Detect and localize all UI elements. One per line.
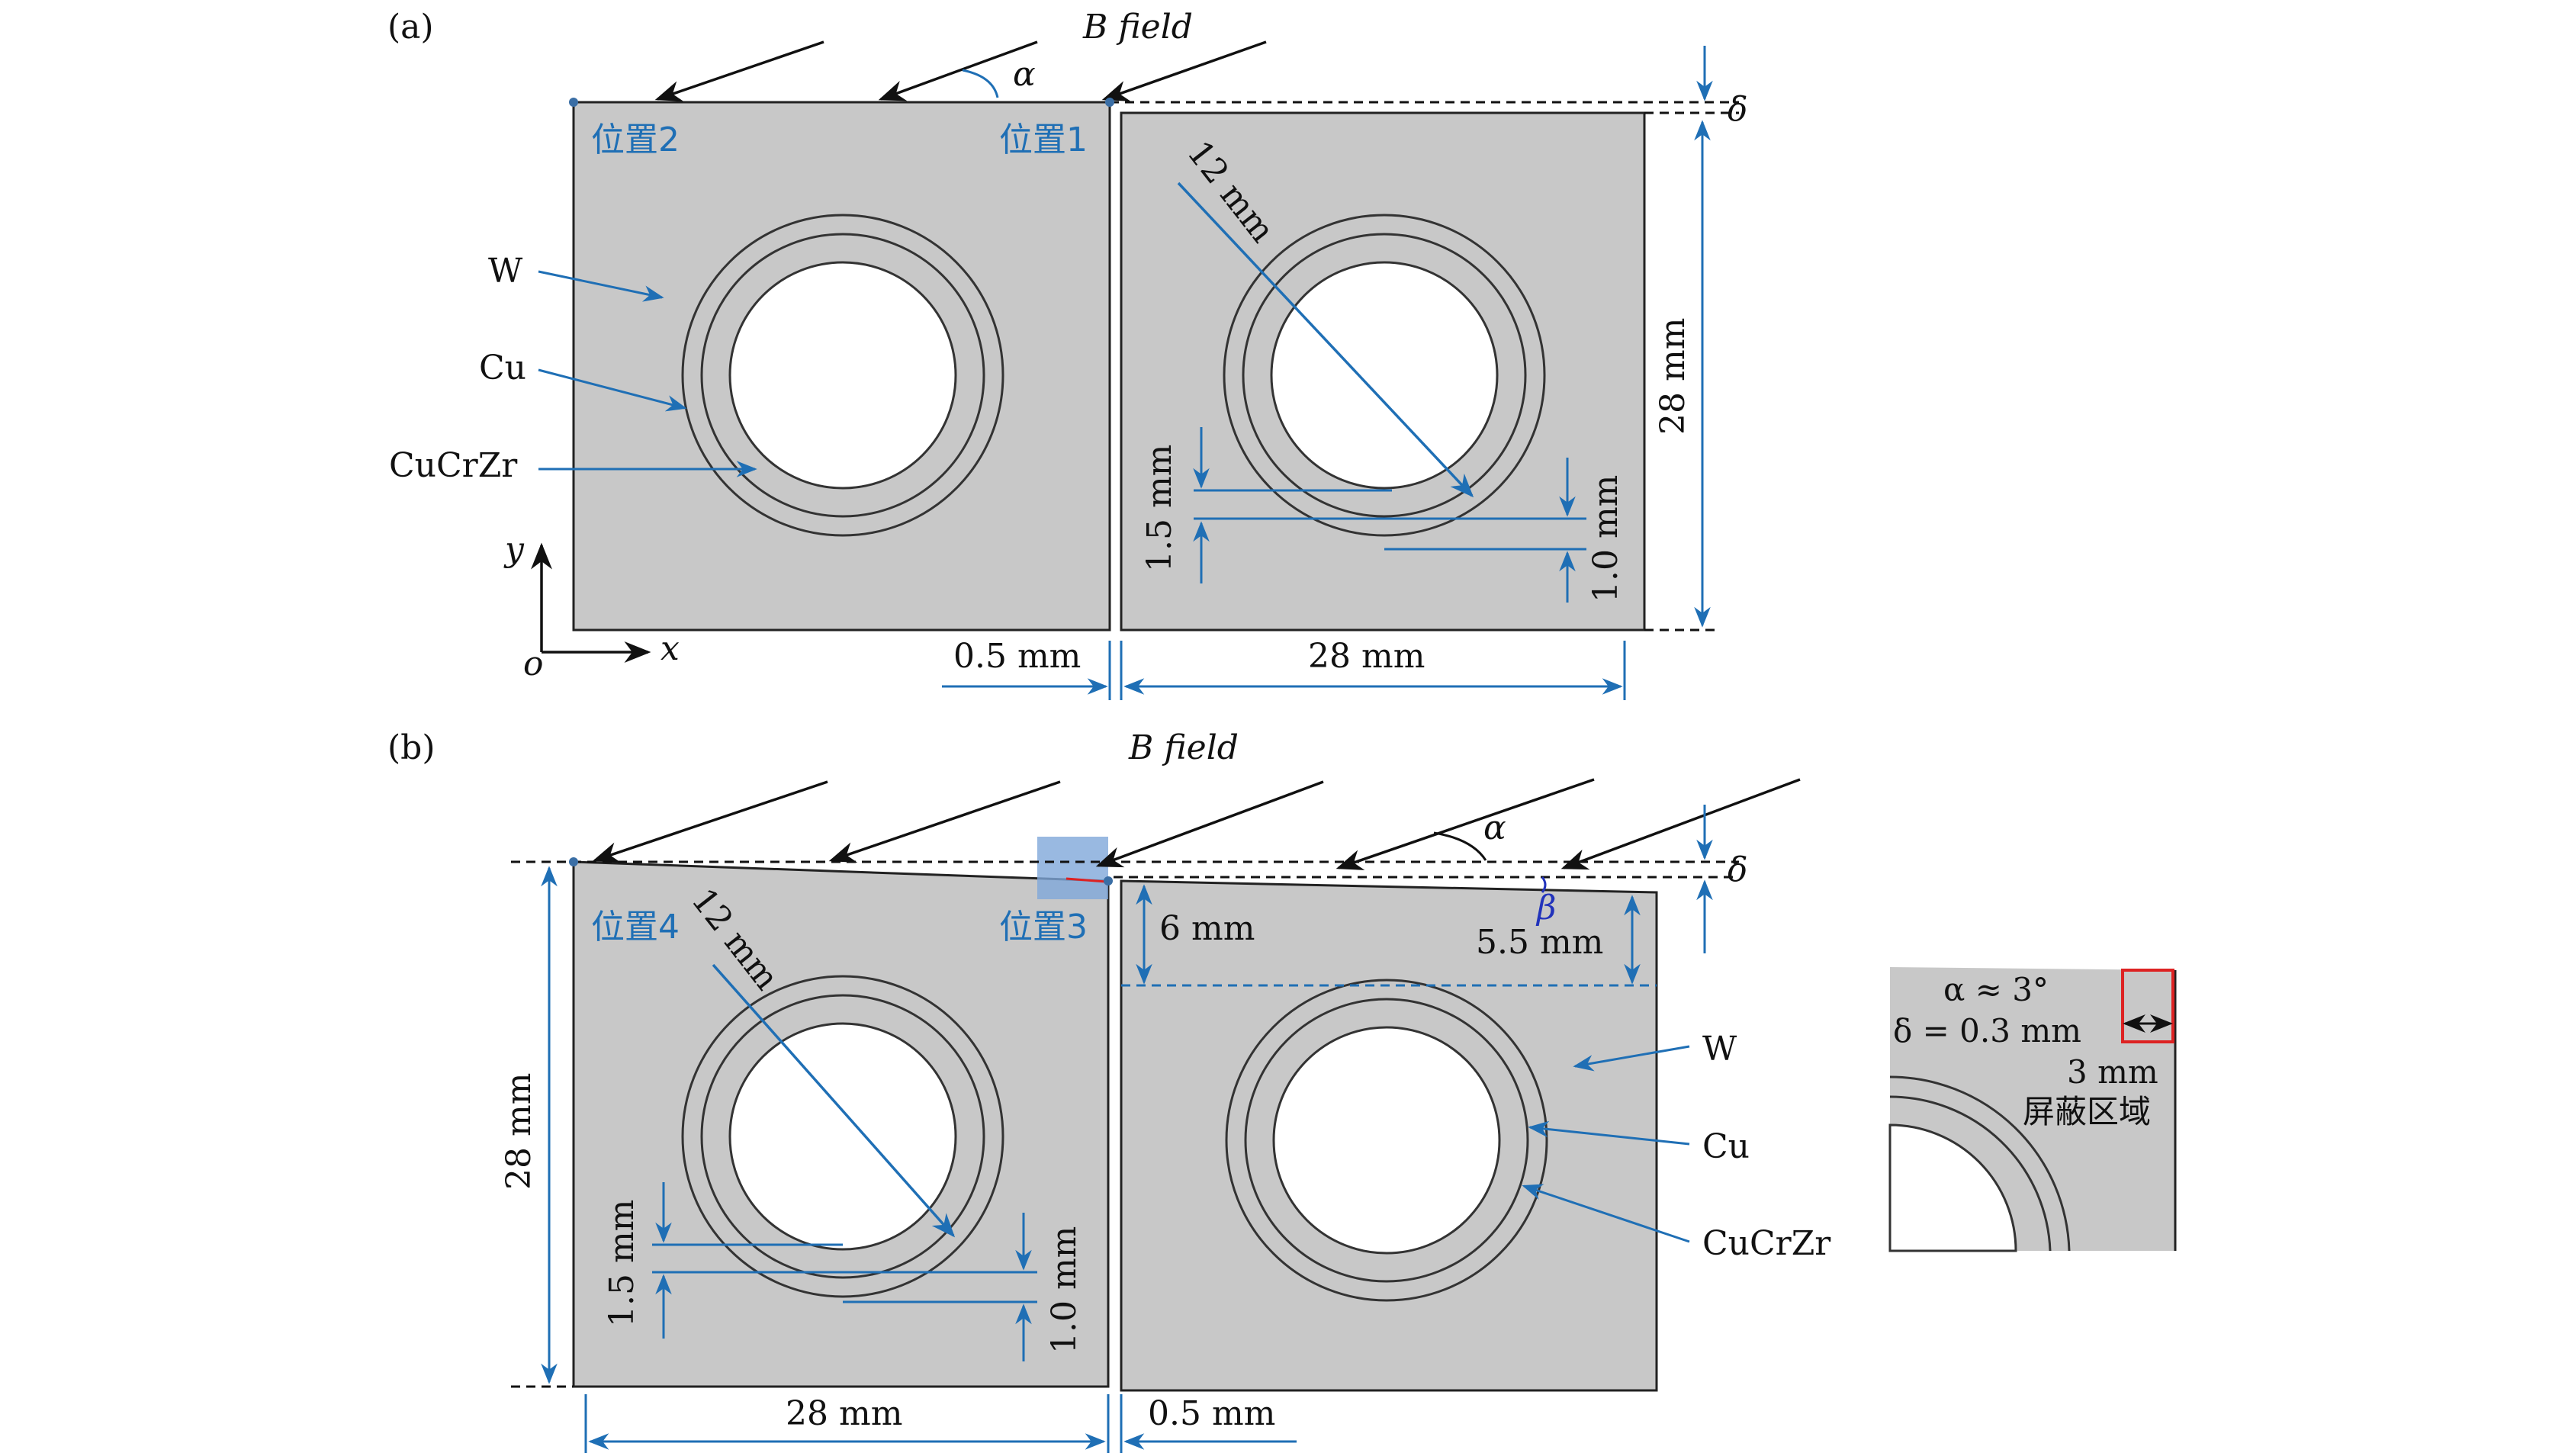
dim-5-5mm-label: 5.5 mm bbox=[1476, 923, 1603, 962]
delta-label-a: δ bbox=[1728, 90, 1748, 129]
dim-28mm-horiz-label-a: 28 mm bbox=[1308, 637, 1425, 676]
cooling-pipe-a-left bbox=[681, 214, 1004, 537]
inset-alpha-text: α ≈ 3° bbox=[1943, 971, 2049, 1008]
delta-label-b: δ bbox=[1728, 850, 1748, 889]
material-cucrzr-arrow-b bbox=[1522, 1184, 1690, 1243]
axis-x-label: x bbox=[660, 629, 680, 668]
inset-3mm-label: 3 mm bbox=[2067, 1053, 2158, 1091]
position-4-dot bbox=[569, 857, 578, 866]
cooling-pipe-b-left bbox=[681, 975, 1004, 1298]
dim-1-5mm-label-a: 1.5 mm bbox=[1140, 445, 1179, 572]
material-cucrzr-label-a: CuCrZr bbox=[389, 446, 518, 485]
dim-6mm-label: 6 mm bbox=[1159, 909, 1255, 948]
alpha-arc-a bbox=[962, 69, 999, 98]
position-3-dot bbox=[1104, 876, 1113, 885]
position-1-label: 位置1 bbox=[999, 121, 1088, 159]
position-3-label: 位置3 bbox=[999, 908, 1088, 947]
dim-0-5mm-label-a: 0.5 mm bbox=[953, 637, 1081, 676]
alpha-label-b: α bbox=[1483, 808, 1506, 847]
inset-pipe-arcs bbox=[1888, 1075, 2071, 1252]
panel-a-label: (a) bbox=[387, 8, 434, 47]
beta-label: β bbox=[1535, 889, 1556, 927]
material-w-label-b: W bbox=[1702, 1030, 1737, 1069]
material-w-arrow-b bbox=[1573, 1045, 1690, 1072]
cooling-pipe-b-right bbox=[1225, 979, 1548, 1302]
position-1-dot bbox=[1105, 98, 1114, 107]
material-cucrzr-label-b: CuCrZr bbox=[1702, 1224, 1831, 1263]
position-2-label: 位置2 bbox=[591, 121, 680, 159]
material-cu-arrow-b bbox=[1528, 1120, 1690, 1146]
b-field-arrows-a bbox=[654, 40, 1267, 101]
inset-detail: α ≈ 3° δ = 0.3 mm 3 mm 屏蔽区域 bbox=[1888, 967, 2177, 1252]
b-field-arrows-b bbox=[592, 778, 1801, 870]
coordinate-axes bbox=[531, 542, 651, 663]
dim-1-0mm-label-b: 1.0 mm bbox=[1045, 1226, 1084, 1354]
axis-y-label: y bbox=[503, 530, 525, 569]
position-4-label: 位置4 bbox=[591, 908, 680, 947]
shield-zone-highlight bbox=[1037, 837, 1108, 899]
dim-12mm-line-b bbox=[712, 963, 956, 1238]
position-2-dot bbox=[569, 98, 578, 107]
dim-0-5mm-label-b: 0.5 mm bbox=[1148, 1394, 1275, 1433]
beta-arc bbox=[1541, 876, 1547, 893]
cooling-pipe-a-right bbox=[1223, 214, 1546, 537]
inset-delta-text: δ = 0.3 mm bbox=[1893, 1012, 2081, 1049]
dim-thickness-b bbox=[652, 1182, 1037, 1361]
material-cu-label-b: Cu bbox=[1702, 1127, 1750, 1166]
material-cu-arrow-a bbox=[538, 368, 687, 412]
panel-b-label: (b) bbox=[387, 728, 436, 767]
dim-28mm-vert-label-b: 28 mm bbox=[500, 1073, 538, 1190]
dim-28mm-vert-label-a: 28 mm bbox=[1654, 318, 1692, 435]
dim-1-5mm-label-b: 1.5 mm bbox=[603, 1200, 641, 1327]
b-field-label-a: B field bbox=[1082, 8, 1193, 47]
material-w-arrow-a bbox=[538, 270, 664, 302]
alpha-arc-b bbox=[1433, 831, 1487, 861]
dim-thickness-a bbox=[1193, 427, 1586, 603]
dim-1-0mm-label-a: 1.0 mm bbox=[1586, 475, 1625, 603]
alpha-label-a: α bbox=[1013, 55, 1036, 94]
material-cu-label-a: Cu bbox=[479, 349, 526, 387]
inset-shield-label: 屏蔽区域 bbox=[2023, 1093, 2151, 1130]
panel-b: (b) B field α bbox=[387, 728, 1831, 1453]
inset-shield-box bbox=[2121, 969, 2174, 1043]
axis-o-label: o bbox=[523, 644, 544, 683]
dim-12mm-line-a bbox=[1177, 182, 1474, 498]
shield-zone-marker bbox=[1065, 877, 1107, 883]
panel-a: (a) B field α δ bbox=[387, 8, 1748, 700]
dim-28mm-horiz-label-b: 28 mm bbox=[786, 1394, 902, 1433]
material-w-label-a: W bbox=[488, 252, 523, 291]
b-field-label-b: B field bbox=[1128, 728, 1239, 767]
